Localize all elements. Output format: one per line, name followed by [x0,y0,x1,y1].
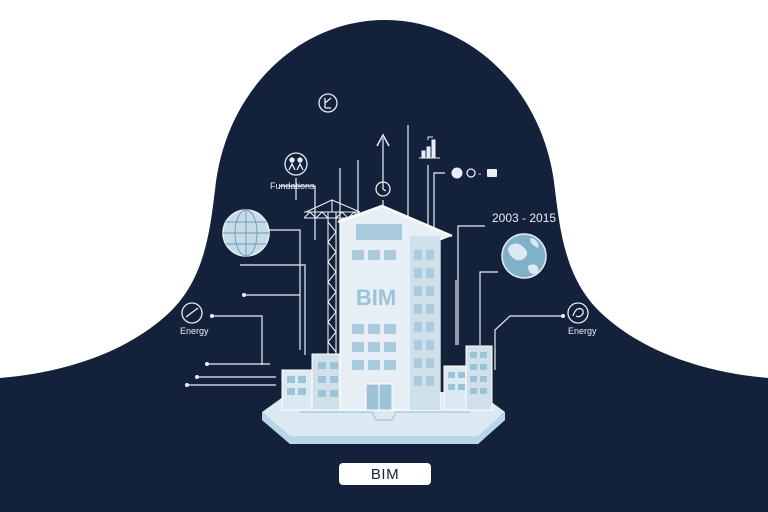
building-sign: BIM [356,285,396,310]
energy-label-left: Energy [180,326,209,336]
connector-dots [185,293,565,387]
arrow-up-icon [376,133,390,147]
gauge-icon [181,302,203,324]
connector-energy-right [494,315,565,370]
earth-globe-icon [501,233,547,279]
bar-chart-icon [419,136,440,159]
connector-energy-left [210,315,263,365]
svg-text:-: - [478,169,481,180]
globe-grid-icon [222,209,270,257]
letter-icon [318,93,338,113]
energy-label-right: Energy [568,326,597,336]
energy-icon [567,302,589,324]
fundations-label: Fundations [270,181,315,191]
connector-fundations [280,185,316,240]
connector-year [457,225,485,345]
connector-left-1 [240,264,306,355]
connector-earth [479,271,498,345]
connector-globe [268,229,301,350]
bim-caption-box: BIM [338,462,432,486]
building-icon [281,204,493,411]
people-icon [284,152,308,176]
clock-icon [375,181,391,197]
toggle-icon: - [451,167,497,180]
connector-status [433,172,445,240]
year-range-label: 2003 - 2015 [492,211,556,225]
